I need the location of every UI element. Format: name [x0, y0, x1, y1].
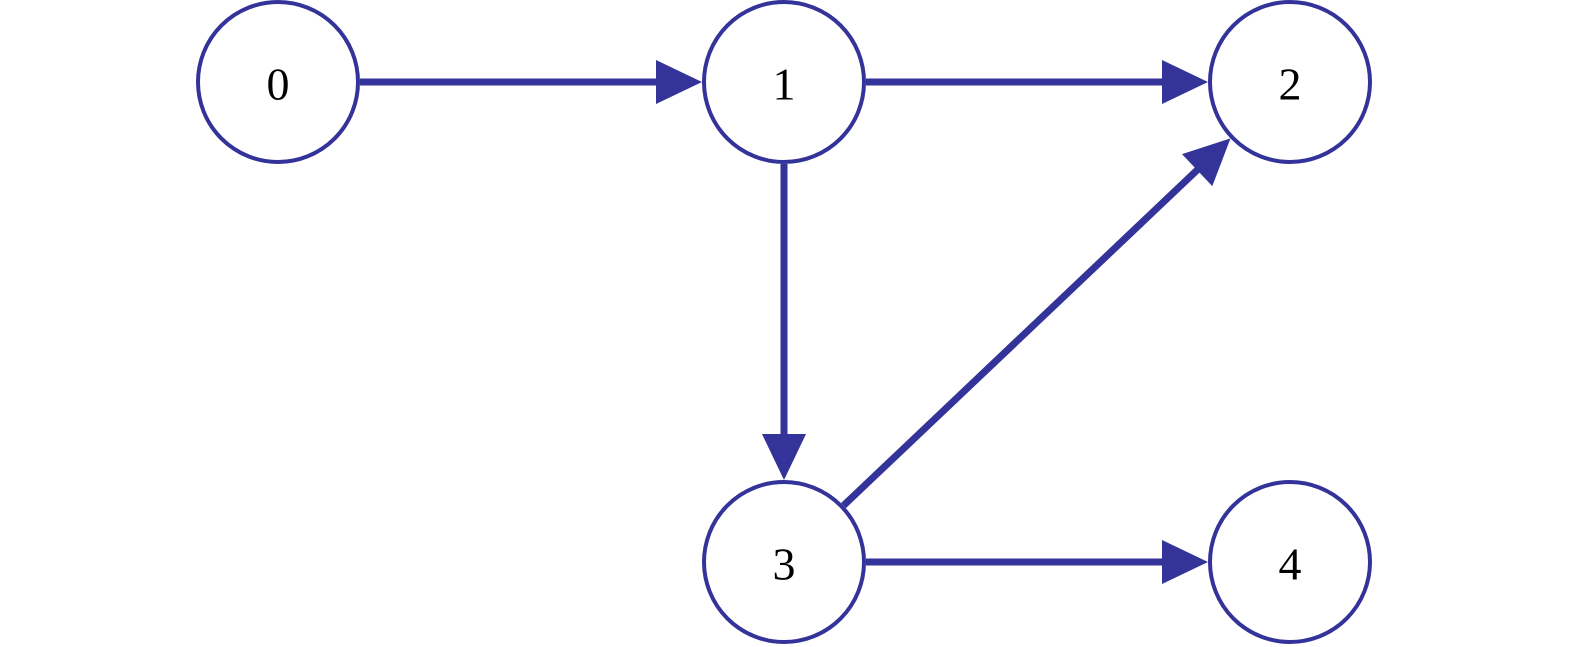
node-2-label: 2	[1279, 59, 1302, 110]
edge-0-to-1-arrowhead	[656, 60, 702, 104]
node-1[interactable]: 1	[702, 0, 866, 164]
node-2-circle	[1208, 0, 1372, 164]
edge-3-to-4[interactable]	[866, 540, 1208, 584]
edge-1-to-2[interactable]	[866, 60, 1208, 104]
node-0-label: 0	[267, 59, 290, 110]
edge-3-to-4-arrowhead	[1162, 540, 1208, 584]
node-4-label: 4	[1279, 539, 1302, 590]
node-2[interactable]: 2	[1208, 0, 1372, 164]
edge-1-to-3-arrowhead	[762, 434, 806, 480]
node-3[interactable]: 3	[702, 480, 866, 644]
node-4[interactable]: 4	[1208, 480, 1372, 644]
edge-3-to-2-arrowhead	[1182, 138, 1231, 187]
node-0-circle	[196, 0, 360, 164]
node-0[interactable]: 0	[196, 0, 360, 164]
node-1-label: 1	[773, 59, 796, 110]
node-4-circle	[1208, 480, 1372, 644]
node-3-label: 3	[773, 539, 796, 590]
node-1-circle	[702, 0, 866, 164]
edge-1-to-2-arrowhead	[1162, 60, 1208, 104]
edge-3-to-2-line	[841, 166, 1202, 509]
edge-0-to-1[interactable]	[360, 60, 702, 104]
node-3-circle	[702, 480, 866, 644]
nodes-layer: 0 1 2 3 4	[196, 0, 1372, 644]
edges-layer	[360, 60, 1231, 584]
edge-1-to-3[interactable]	[762, 164, 806, 480]
edge-3-to-2[interactable]	[841, 138, 1231, 509]
